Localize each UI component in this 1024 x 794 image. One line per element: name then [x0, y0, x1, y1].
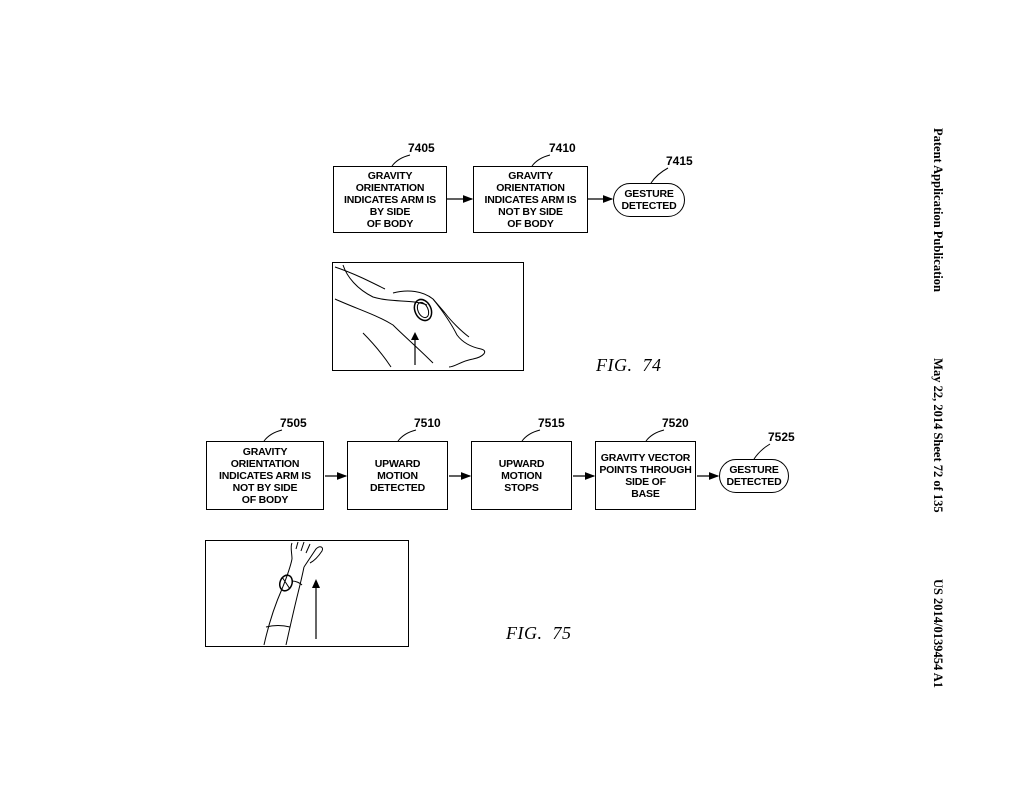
step-7415-terminal: GESTURE DETECTED	[613, 183, 685, 217]
leader-7405	[391, 154, 411, 167]
ref-7405: 7405	[408, 141, 435, 155]
arm-raised-drawing	[263, 541, 323, 646]
leader-7525	[753, 443, 771, 460]
leader-7415	[650, 167, 669, 184]
ref-7520: 7520	[662, 416, 689, 430]
leader-7410	[531, 154, 551, 167]
step-7510-box: UPWARD MOTION DETECTED	[347, 441, 448, 510]
leader-7505	[263, 429, 283, 442]
step-7405-box: GRAVITY ORIENTATION INDICATES ARM IS BY …	[333, 166, 447, 233]
fig75-illustration	[205, 540, 409, 647]
step-7505-box: GRAVITY ORIENTATION INDICATES ARM IS NOT…	[206, 441, 324, 510]
fig75-caption: FIG. 75	[506, 623, 572, 643]
ref-7515: 7515	[538, 416, 565, 430]
step-7515-box: UPWARD MOTION STOPS	[471, 441, 572, 510]
step-7525-terminal: GESTURE DETECTED	[719, 459, 789, 493]
ref-7415: 7415	[666, 154, 693, 168]
step-7520-box: GRAVITY VECTOR POINTS THROUGH SIDE OF BA…	[595, 441, 696, 510]
ref-7410: 7410	[549, 141, 576, 155]
fig74-illustration	[332, 262, 524, 371]
ref-7525: 7525	[768, 430, 795, 444]
arm-by-side-drawing	[334, 264, 486, 368]
ref-7510: 7510	[414, 416, 441, 430]
leader-7520	[645, 429, 665, 442]
step-7410-box: GRAVITY ORIENTATION INDICATES ARM IS NOT…	[473, 166, 588, 233]
ref-7505: 7505	[280, 416, 307, 430]
fig74-caption: FIG. 74	[596, 355, 662, 375]
leader-7515	[521, 429, 541, 442]
leader-7510	[397, 429, 417, 442]
